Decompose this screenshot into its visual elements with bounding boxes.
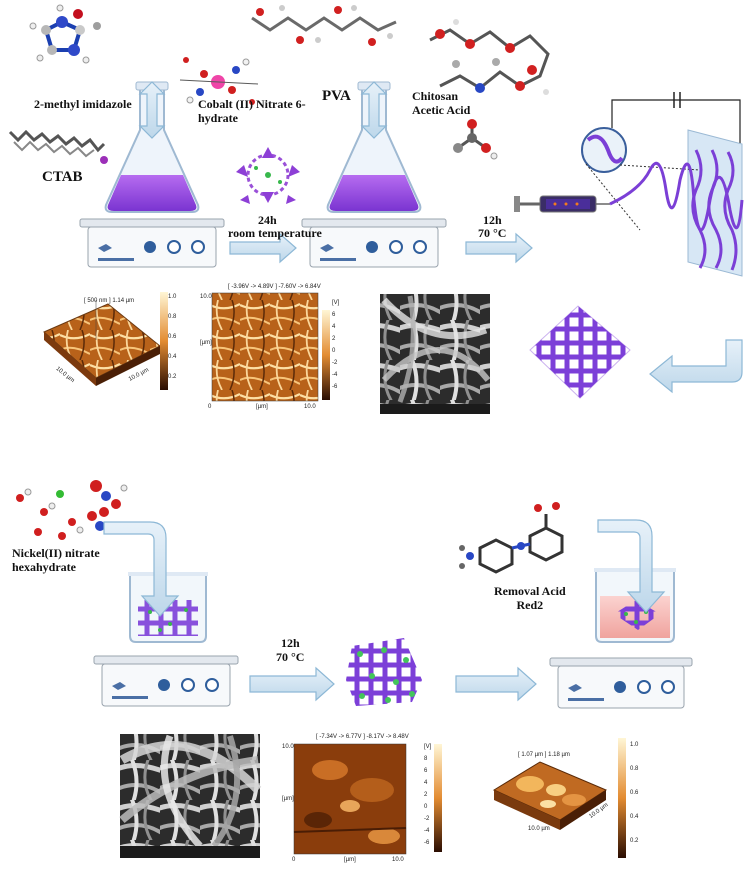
ctab-molecule-icon bbox=[8, 129, 108, 164]
afm-top-3d-scale-0: 1.0 bbox=[168, 294, 177, 300]
afm-bottom-2d-yunit: [µm] bbox=[282, 796, 294, 802]
afm-top-2d-xmax: 10.0 bbox=[304, 404, 316, 410]
afm-2d-image-bottom bbox=[293, 743, 442, 855]
chitosan-molecule-icon bbox=[429, 19, 550, 95]
step2-temp-label: 70 °C bbox=[478, 226, 507, 240]
purple-nanofiber-mesh-icon bbox=[529, 305, 631, 399]
step1-time-label: 24h bbox=[258, 213, 277, 227]
magnetic-stirrer-1 bbox=[79, 218, 225, 268]
nickel-nitrate-label: Nickel(II) nitrate hexahydrate bbox=[12, 546, 100, 574]
afm-top-3d-header: [ 500 nm ] 1.14 µm bbox=[84, 298, 135, 304]
afm-bottom-2d-scale-1: 8 bbox=[424, 756, 428, 762]
methyl-imidazole-molecule-icon bbox=[29, 4, 101, 64]
arrow-right-2 bbox=[465, 232, 533, 264]
afm-top-2d-ymax: 10.0 bbox=[200, 294, 212, 300]
afm-bottom-2d-ymax: 10.0 bbox=[282, 744, 294, 750]
afm-bottom-2d-xmax: 10.0 bbox=[392, 857, 404, 863]
afm-bottom-2d-scale-4: 2 bbox=[424, 792, 428, 798]
magnetic-stirrer-2 bbox=[301, 218, 447, 268]
afm-top-3d-scale-1: 0.8 bbox=[168, 314, 177, 320]
double-arrow-2 bbox=[360, 81, 388, 139]
afm-top-2d-scale-7: -6 bbox=[332, 384, 338, 390]
afm-bottom-2d-header: [ -7.34V -> 6.77V ] -8.17V -> 8.48V bbox=[316, 734, 409, 740]
afm-top-2d-scale-1: 6 bbox=[332, 312, 336, 318]
afm-bottom-2d-scale-2: 6 bbox=[424, 768, 428, 774]
step3-temp-label: 70 °C bbox=[276, 650, 305, 664]
step1-condition-label: room temperature bbox=[228, 226, 322, 240]
bent-arrow-2 bbox=[597, 519, 666, 613]
afm-top-2d-scale-5: -2 bbox=[332, 360, 338, 366]
afm-top-2d-header: [ -3.96V -> 4.89V ] -7.60V -> 6.84V bbox=[228, 284, 321, 290]
afm-top-3d-scale-4: 0.2 bbox=[168, 374, 177, 380]
cobalt-nitrate-label: Cobalt (II) Nitrate 6-hydrate bbox=[198, 97, 306, 125]
arrow-right-3 bbox=[249, 666, 335, 702]
afm-top-2d-xunit: [µm] bbox=[256, 404, 268, 410]
afm-bottom-2d-xunit: [µm] bbox=[344, 857, 356, 863]
arrow-right-4 bbox=[455, 666, 537, 702]
step2-time-label: 12h bbox=[483, 213, 502, 227]
acid-red-molecule-icon bbox=[459, 502, 564, 574]
afm-bottom-2d-scale-6: -2 bbox=[424, 816, 430, 822]
cobalt-nitrate-molecule-icon bbox=[179, 57, 259, 105]
afm-3d-image-bottom bbox=[492, 738, 626, 858]
afm-bottom-2d-scale-3: 4 bbox=[424, 780, 428, 786]
afm-3d-image-top bbox=[43, 292, 168, 390]
afm-bottom-2d-scale-0: [V] bbox=[424, 744, 432, 750]
nickel-decorated-mesh-icon bbox=[346, 638, 422, 706]
afm-top-2d-scale-6: -4 bbox=[332, 372, 338, 378]
chitosan-acetic-acid-label: Chitosan Acetic Acid bbox=[412, 89, 471, 117]
step3-time-label: 12h bbox=[281, 636, 300, 650]
electrospinning-setup bbox=[514, 92, 744, 277]
sem-image-top bbox=[380, 294, 491, 414]
afm-bottom-2d-scale-7: -4 bbox=[424, 828, 430, 834]
afm-bottom-3d-header: [ 1.07 µm ] 1.18 µm bbox=[518, 752, 570, 758]
afm-bottom-3d-scale-4: 0.2 bbox=[630, 838, 639, 844]
afm-top-2d-scale-2: 4 bbox=[332, 324, 336, 330]
ctab-label: CTAB bbox=[42, 169, 83, 185]
afm-bottom-2d-scale-5: 0 bbox=[424, 804, 428, 810]
zif-crystal-icon bbox=[236, 147, 300, 204]
afm-bottom-3d-scale-1: 0.8 bbox=[630, 766, 639, 772]
flask-2 bbox=[326, 81, 422, 213]
magnetic-stirrer-3 bbox=[93, 655, 239, 707]
nickel-nitrate-molecule-icon bbox=[16, 480, 128, 540]
afm-top-2d-scale-4: 0 bbox=[332, 348, 336, 354]
pva-molecule-icon bbox=[251, 5, 397, 46]
afm-2d-image-top bbox=[211, 292, 330, 402]
acetic-acid-molecule-icon bbox=[453, 119, 498, 160]
removal-acid-red-label: Removal Acid Red2 bbox=[494, 584, 566, 612]
afm-bottom-3d-scale-3: 0.4 bbox=[630, 814, 639, 820]
afm-bottom-2d-scale-8: -6 bbox=[424, 840, 430, 846]
beaker-2 bbox=[594, 568, 676, 643]
magnetic-stirrer-4 bbox=[549, 657, 693, 709]
afm-top-3d-scale-2: 0.6 bbox=[168, 334, 177, 340]
afm-bottom-3d-scale-2: 0.6 bbox=[630, 790, 639, 796]
afm-top-2d-x0: 0 bbox=[208, 404, 212, 410]
afm-bottom-2d-x0: 0 bbox=[292, 857, 296, 863]
arrow-right-1 bbox=[229, 232, 297, 264]
return-arrow bbox=[649, 339, 743, 394]
methyl-imidazole-label: 2-methyl imidazole bbox=[34, 97, 132, 111]
pva-label: PVA bbox=[322, 88, 351, 104]
afm-top-3d-scale-3: 0.4 bbox=[168, 354, 177, 360]
afm-top-2d-yunit: [µm] bbox=[200, 340, 212, 346]
afm-top-2d-scale-3: 2 bbox=[332, 336, 336, 342]
double-arrow-1 bbox=[138, 81, 166, 139]
sem-image-bottom bbox=[119, 734, 262, 858]
afm-top-2d-scale-0: [V] bbox=[332, 300, 340, 306]
bent-arrow-1 bbox=[103, 521, 180, 617]
afm-bottom-3d-scale-0: 1.0 bbox=[630, 742, 639, 748]
afm-bottom-3d-axis1: 10.0 µm bbox=[528, 826, 550, 832]
